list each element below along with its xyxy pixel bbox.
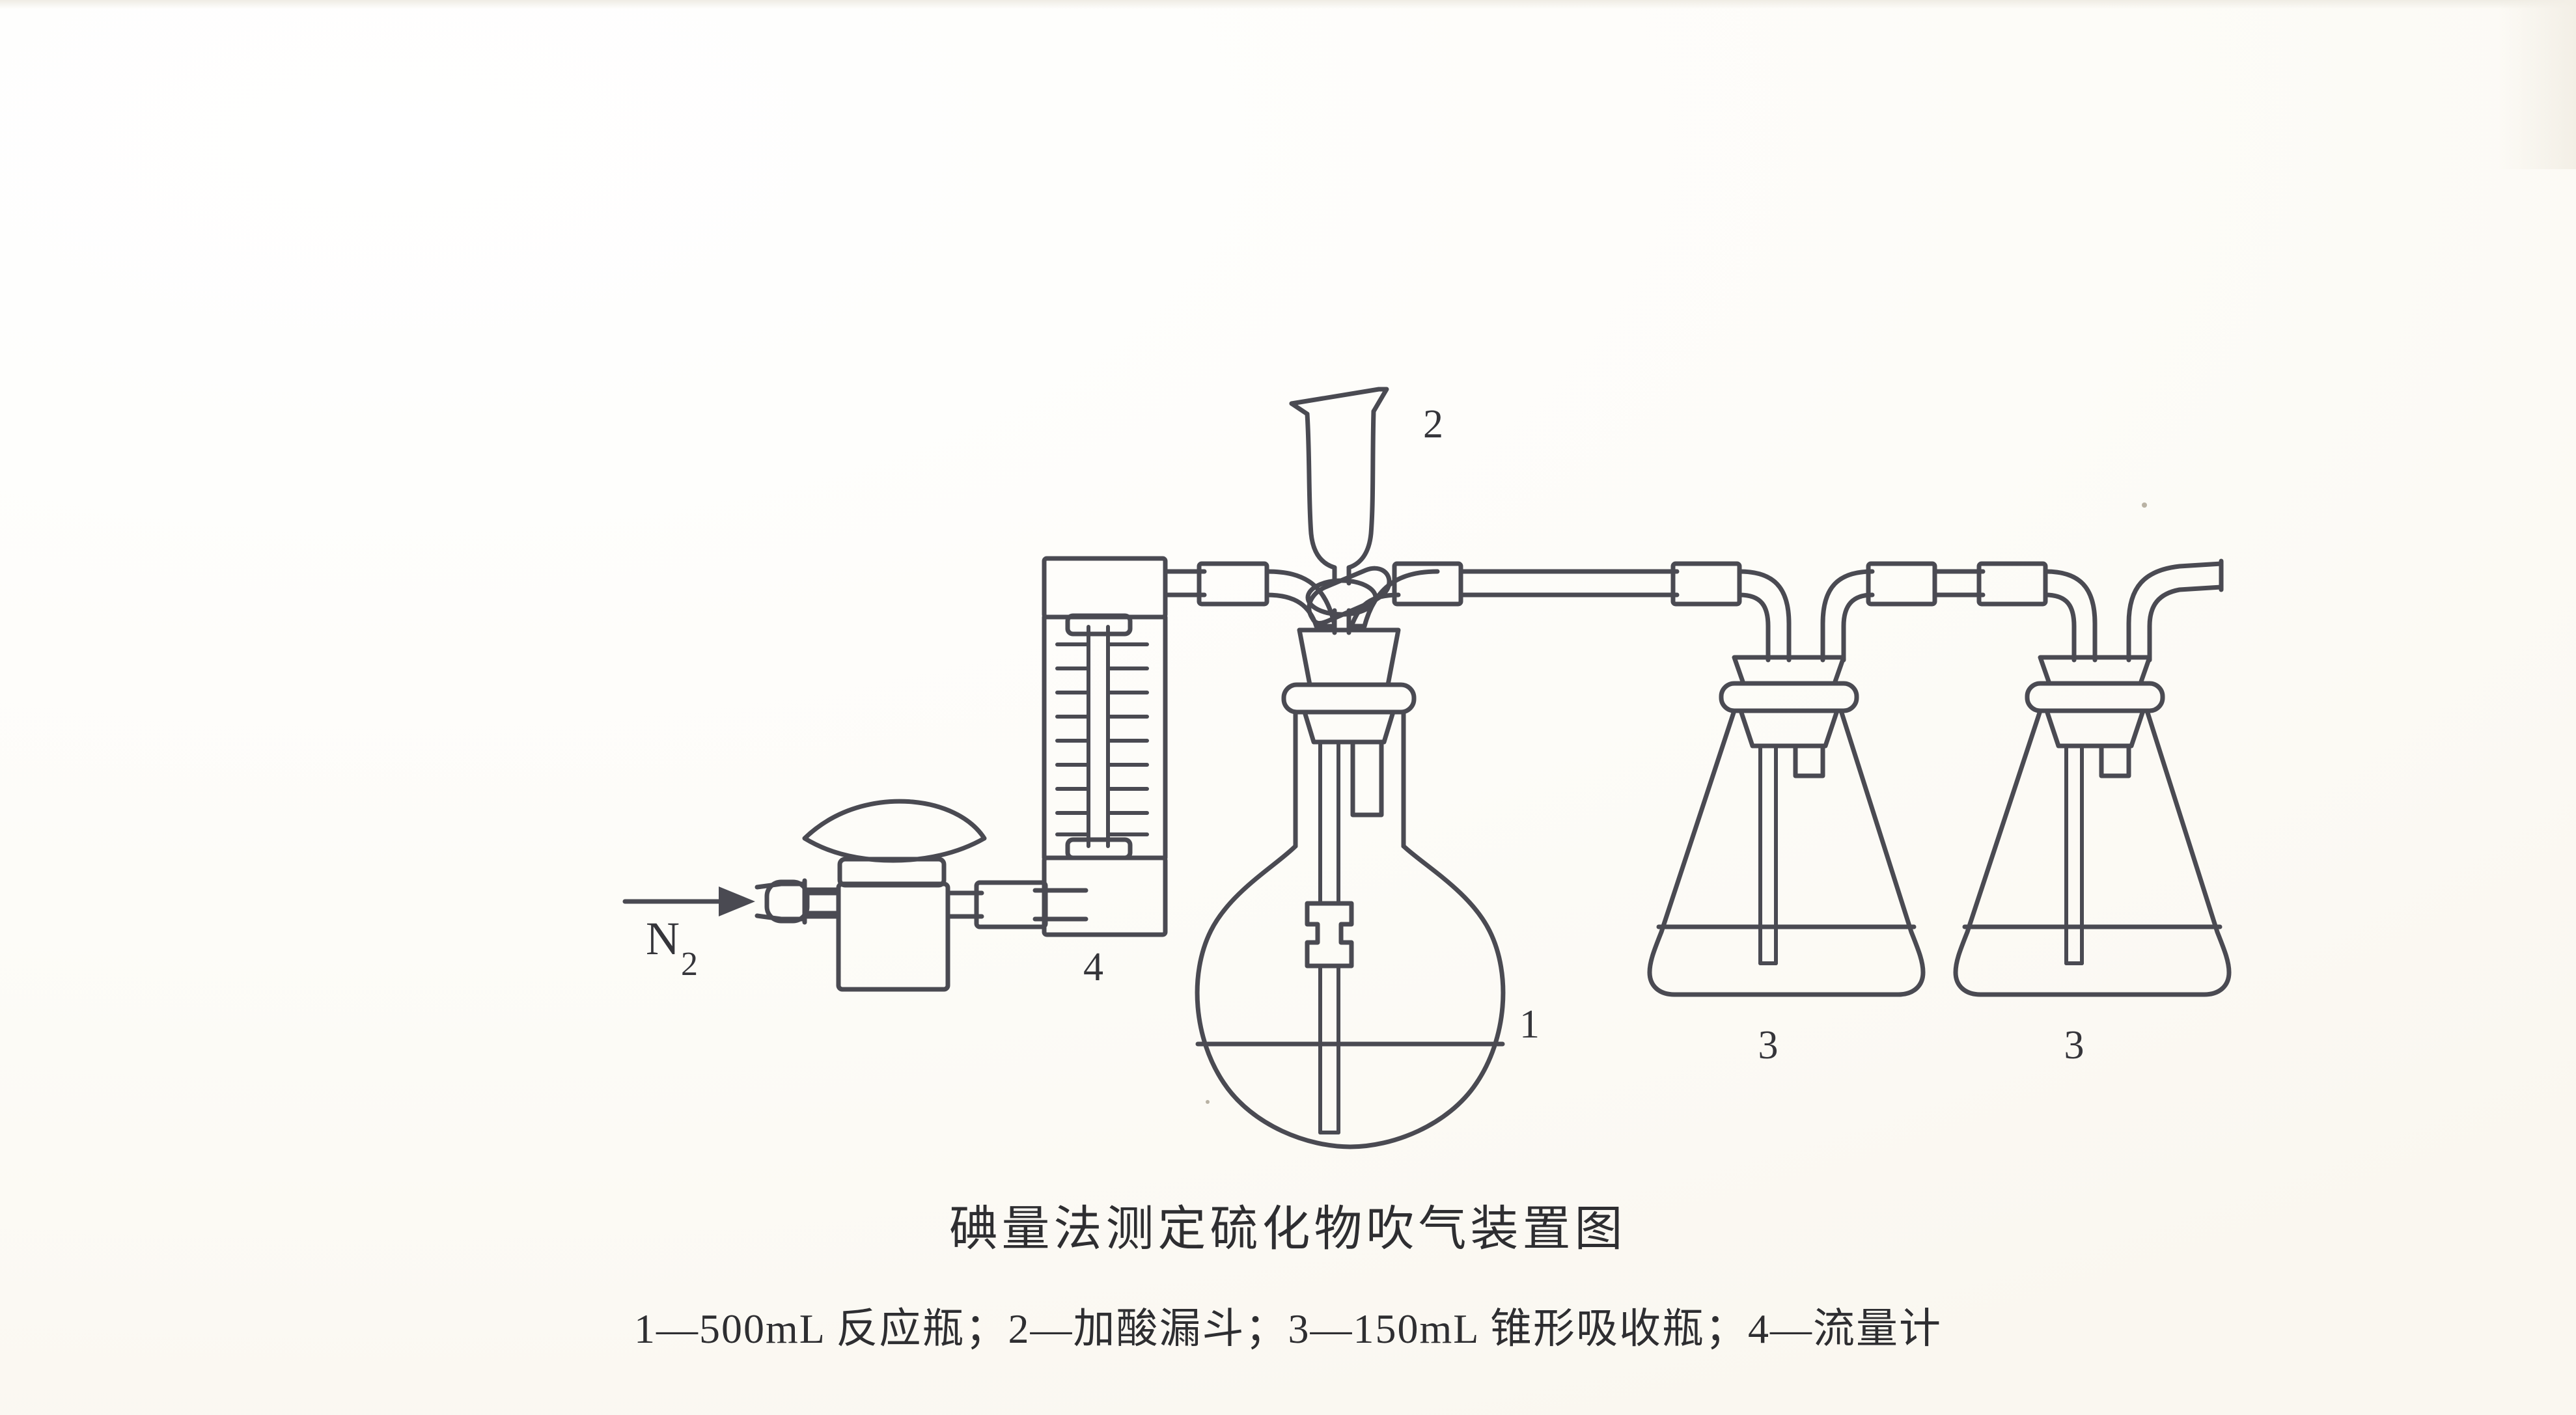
vent-outlet (2126, 558, 2224, 663)
needle-valve[interactable] (802, 799, 987, 992)
absorber1-to-absorber2-tube (1820, 561, 2098, 663)
label-flowmeter: 4 (1083, 945, 1103, 989)
label-reaction-flask: 1 (1519, 1002, 1540, 1047)
figure-title: 碘量法测定硫化物吹气装置图 (949, 1203, 1627, 1256)
label-absorption-flask-1: 3 (1758, 1023, 1779, 1067)
absorption-flask-2: 3 (1953, 655, 2232, 1067)
label-absorption-flask-2: 3 (2064, 1023, 2084, 1067)
svg-text:2: 2 (681, 946, 698, 983)
label-gas-inlet: N 2 (646, 913, 698, 983)
flask-to-absorber1-tube (1392, 561, 1792, 663)
figure-legend: 1—500mL 反应瓶；2—加酸漏斗；3—150mL 锥形吸收瓶；4—流量计 (634, 1306, 1942, 1352)
reaction-flask: 1 (1195, 627, 1540, 1149)
flask-neck-tee (1349, 569, 1440, 629)
absorption-flask-1: 3 (1647, 655, 1926, 1067)
flowmeter-scale-left (1055, 642, 1090, 836)
label-acid-funnel: 2 (1423, 402, 1443, 446)
acid-funnel: 2 (1289, 387, 1443, 635)
flowmeter-scale-right (1106, 642, 1149, 836)
svg-text:N: N (646, 913, 680, 965)
valve-to-flowmeter-tube (974, 880, 1088, 929)
flowmeter (1032, 556, 1207, 937)
inlet-tube-segment (764, 879, 840, 924)
